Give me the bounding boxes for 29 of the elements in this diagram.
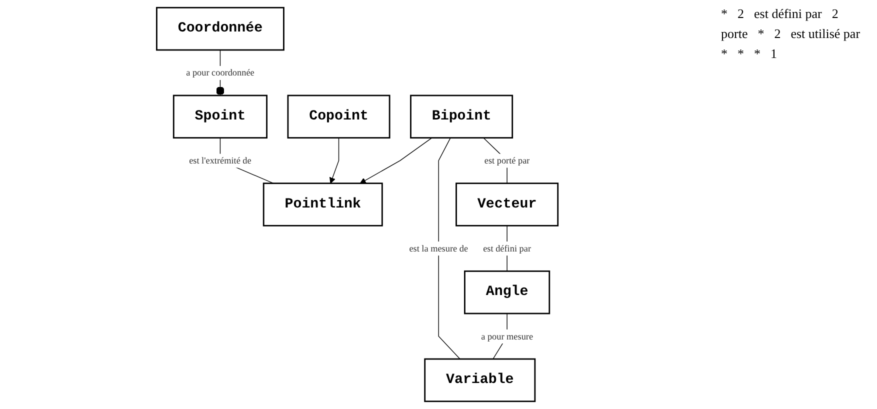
edge-label: est la mesure de [409, 242, 468, 254]
edge-label: est l'extrémité de [189, 155, 252, 166]
arrow [330, 137, 340, 184]
multiplicity-label: 2 [774, 26, 781, 42]
node-box: Variable [424, 358, 536, 402]
multiplicity-label: 2 [738, 6, 744, 22]
node-box: Copoint [287, 94, 390, 139]
role-label: est utilisé par [790, 26, 860, 42]
multiplicity-label: * [754, 46, 760, 62]
role-label: porte [721, 26, 748, 42]
node-box: Pointlink [263, 182, 384, 226]
node-box: Bipoint [410, 94, 514, 139]
edge-label: est défini par [483, 242, 532, 254]
arrow [360, 137, 433, 184]
edge-label: a pour coordonnée [186, 67, 255, 78]
multiplicity-label: 2 [832, 6, 838, 22]
node-box: Coordonnée [156, 6, 285, 51]
multiplicity-label: * [721, 46, 728, 62]
role-label: est défini par [754, 6, 822, 22]
multiplicity-label: * [721, 6, 728, 22]
edge-label: est porté par [484, 155, 530, 166]
node-box: Vecteur [456, 182, 559, 226]
edge-label: a pour mesure [481, 330, 534, 342]
node-box: Angle [464, 270, 550, 314]
multiplicity-label: * [738, 46, 744, 62]
connector [438, 137, 461, 360]
multiplicity-label: * [758, 26, 764, 42]
multiplicity-label: 1 [770, 46, 777, 62]
node-box: Spoint [173, 94, 268, 139]
